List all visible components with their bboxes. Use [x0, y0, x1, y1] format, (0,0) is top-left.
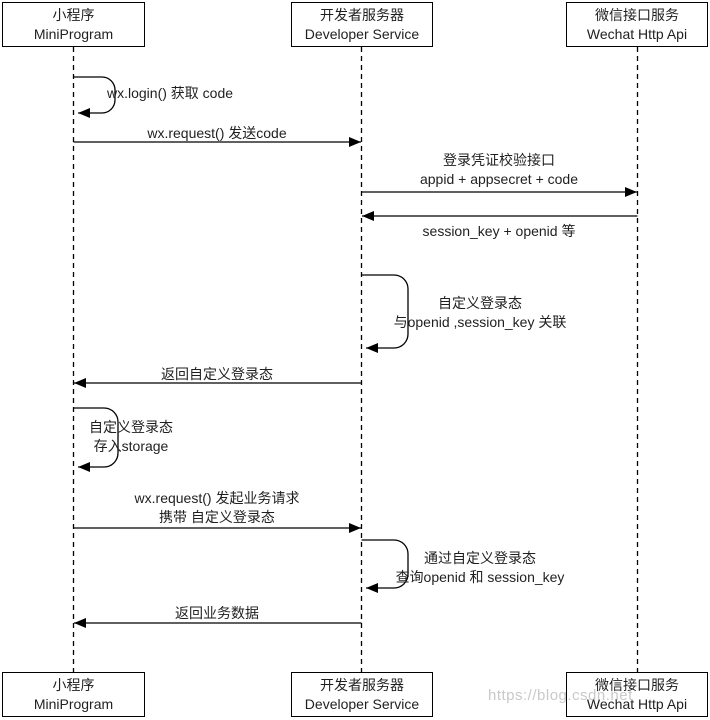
message-label-3: session_key + openid 等	[422, 223, 576, 239]
actor-box-bottom-developer: 开发者服务器 Developer Service	[291, 672, 433, 717]
actor-label-en: MiniProgram	[33, 25, 114, 42]
message-label-4: 自定义登录态 与openid ,session_key 关联	[371, 294, 589, 332]
actor-label-en: MiniProgram	[33, 695, 114, 712]
actor-label-cn: 微信接口服务	[595, 676, 679, 693]
message-label-7: wx.request() 发起业务请求 携带 自定义登录态	[73, 489, 361, 527]
actor-label-en: Wechat Http Api	[586, 25, 688, 42]
message-label-7-line-2: 携带 自定义登录态	[159, 509, 275, 525]
actor-label-en: Developer Service	[304, 25, 420, 42]
actor-label-cn: 开发者服务器	[320, 6, 404, 23]
self-message-loop-6	[73, 407, 119, 472]
actor-label-cn: 小程序	[52, 6, 95, 23]
message-label-4-line-1: 自定义登录态	[438, 295, 522, 311]
watermark-text: https://blog.csdn.net	[488, 687, 633, 704]
self-message-loop-8	[361, 539, 409, 593]
message-label-2-line-1: 登录凭证校验接口	[443, 152, 555, 168]
message-label-6-line-2: 存入storage	[93, 438, 169, 454]
actor-label-cn: 微信接口服务	[595, 6, 679, 23]
message-label-8: 通过自定义登录态 查询openid 和 session_key	[371, 549, 589, 587]
message-label-7-line-1: wx.request() 发起业务请求	[134, 490, 300, 506]
actor-box-top-wechat: 微信接口服务 Wechat Http Api	[566, 2, 708, 47]
actor-label-cn: 小程序	[52, 676, 95, 693]
message-label-8-line-2: 查询openid 和 session_key	[395, 569, 565, 585]
actor-label-cn: 开发者服务器	[320, 676, 404, 693]
actor-box-bottom-miniprogram: 小程序 MiniProgram	[2, 672, 145, 717]
message-label-9: 返回业务数据	[175, 605, 259, 621]
actor-box-top-miniprogram: 小程序 MiniProgram	[2, 2, 145, 47]
actor-label-en: Wechat Http Api	[586, 695, 688, 712]
self-message-loop-0	[73, 76, 116, 118]
message-label-6: 自定义登录态 存入storage	[76, 418, 186, 456]
message-label-5: 返回自定义登录态	[161, 366, 273, 382]
self-message-loop-4	[361, 274, 409, 353]
message-label-8-line-1: 通过自定义登录态	[424, 550, 536, 566]
actor-box-bottom-wechat: 微信接口服务 Wechat Http Api	[566, 672, 708, 717]
actor-label-en: Developer Service	[304, 695, 420, 712]
message-label-6-line-1: 自定义登录态	[89, 419, 173, 435]
message-label-1: wx.request() 发送code	[147, 125, 287, 141]
message-label-2-line-2: appid + appsecret + code	[419, 171, 578, 187]
message-label-0: wx.login() 获取 code	[107, 85, 234, 101]
message-label-2: 登录凭证校验接口 appid + appsecret + code	[361, 151, 637, 189]
message-label-4-line-2: 与openid ,session_key 关联	[393, 314, 567, 330]
actor-box-top-developer: 开发者服务器 Developer Service	[291, 2, 433, 47]
